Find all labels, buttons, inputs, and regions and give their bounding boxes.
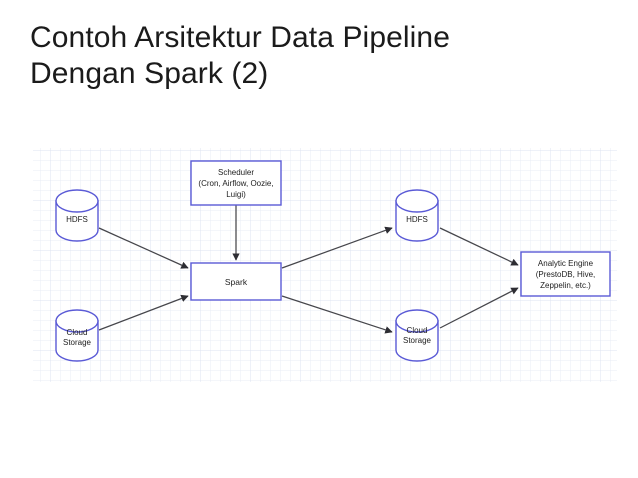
node-cloud-storage-source-label-line-1: Cloud (67, 328, 88, 337)
node-cloud-storage-sink-label-line-2: Storage (403, 336, 432, 345)
node-scheduler-label-line-1: Scheduler (218, 168, 254, 177)
node-scheduler-label-line-2: (Cron, Airflow, Oozie, (198, 179, 273, 188)
node-spark-label: Spark (225, 277, 248, 287)
page-title: Contoh Arsitektur Data Pipeline Dengan S… (30, 21, 450, 90)
node-analytic-engine-label-line-1: Analytic Engine (538, 259, 594, 268)
node-analytic-engine-label-line-3: Zeppelin, etc.) (540, 281, 591, 290)
node-analytic-engine[interactable]: Analytic Engine (PrestoDB, Hive, Zeppeli… (520, 251, 611, 297)
node-hdfs-source-label: HDFS (66, 215, 88, 224)
edge-spark-hdfs-sink (281, 226, 393, 269)
node-cloud-storage-sink-label-line-1: Cloud (407, 326, 428, 335)
edge-hdfs-source-spark (98, 227, 189, 269)
node-cloud-storage-source-label-line-2: Storage (63, 338, 92, 347)
node-cloud-storage-sink[interactable]: Cloud Storage (395, 309, 439, 362)
edge-cloud-sink-analytic (439, 287, 519, 329)
node-spark[interactable]: Spark (190, 262, 282, 301)
diagram-edges (98, 205, 519, 334)
node-scheduler[interactable]: Scheduler (Cron, Airflow, Oozie, Luigi) (190, 160, 282, 206)
node-analytic-engine-label-line-2: (PrestoDB, Hive, (536, 270, 596, 279)
node-scheduler-label-line-3: Luigi) (226, 190, 246, 199)
edge-spark-cloud-sink (281, 295, 393, 334)
diagram-grid-background (33, 148, 617, 382)
node-hdfs-sink[interactable]: HDFS (395, 189, 439, 242)
node-cloud-storage-source[interactable]: Cloud Storage (55, 309, 99, 362)
edge-hdfs-sink-analytic (439, 227, 519, 266)
edge-cloud-source-spark (98, 294, 189, 331)
node-hdfs-sink-label: HDFS (406, 215, 428, 224)
node-hdfs-source[interactable]: HDFS (55, 189, 99, 242)
